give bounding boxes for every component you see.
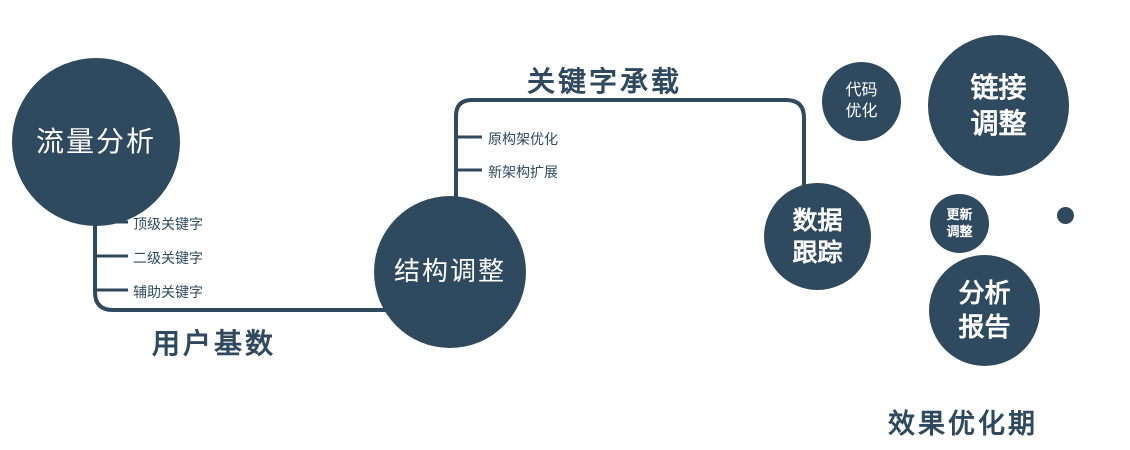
edge-label-keyword-carry: 关键字承载 — [527, 66, 683, 97]
footer-label-effect-optimization: 效果优化期 — [888, 409, 1038, 439]
traffic-branch-auxiliary-keywords: 辅助关键字 — [133, 284, 203, 300]
node-analysis-report: 分析 报告 — [929, 255, 1040, 366]
traffic-branch-secondary-keywords: 二级关键字 — [133, 250, 203, 266]
node-code-optimization-label-line1: 代码 — [845, 82, 878, 100]
node-data-tracking-label-line2: 跟踪 — [792, 238, 843, 267]
traffic-branch-top-keywords: 顶级关键字 — [133, 216, 203, 232]
node-code-optimization-label-line2: 优化 — [845, 102, 878, 120]
node-link-adjustment: 链接 调整 — [928, 35, 1069, 176]
edge-label-user-base: 用户基数 — [152, 328, 277, 359]
node-traffic-analysis-label: 流量分析 — [35, 126, 156, 158]
node-update-adjustment: 更新 调整 — [930, 194, 989, 253]
node-structure-adjust: 结构调整 — [374, 196, 526, 348]
connector-traffic-to-structure — [93, 190, 412, 312]
node-update-adjustment-label-line2: 调整 — [946, 223, 973, 239]
structure-branch-ticks — [456, 135, 482, 172]
connector-structure-to-tracking — [454, 98, 806, 206]
node-data-tracking: 数据 跟踪 — [764, 183, 871, 290]
node-link-adjustment-label-line1: 链接 — [970, 71, 1027, 103]
node-data-tracking-label-line1: 数据 — [792, 206, 843, 235]
structure-branch-new-framework: 新架构扩展 — [488, 164, 558, 180]
node-analysis-report-label-line2: 报告 — [958, 311, 1011, 342]
traffic-branch-ticks — [95, 220, 128, 292]
node-structure-adjust-label: 结构调整 — [393, 256, 506, 287]
small-dot-marker — [1057, 207, 1074, 224]
node-traffic-analysis: 流量分析 — [12, 58, 180, 226]
node-update-adjustment-label-line1: 更新 — [946, 206, 973, 222]
node-link-adjustment-label-line2: 调整 — [970, 107, 1027, 139]
structure-branch-original-framework: 原构架优化 — [488, 131, 558, 147]
node-analysis-report-label-line1: 分析 — [958, 278, 1011, 309]
node-code-optimization: 代码 优化 — [822, 62, 901, 141]
